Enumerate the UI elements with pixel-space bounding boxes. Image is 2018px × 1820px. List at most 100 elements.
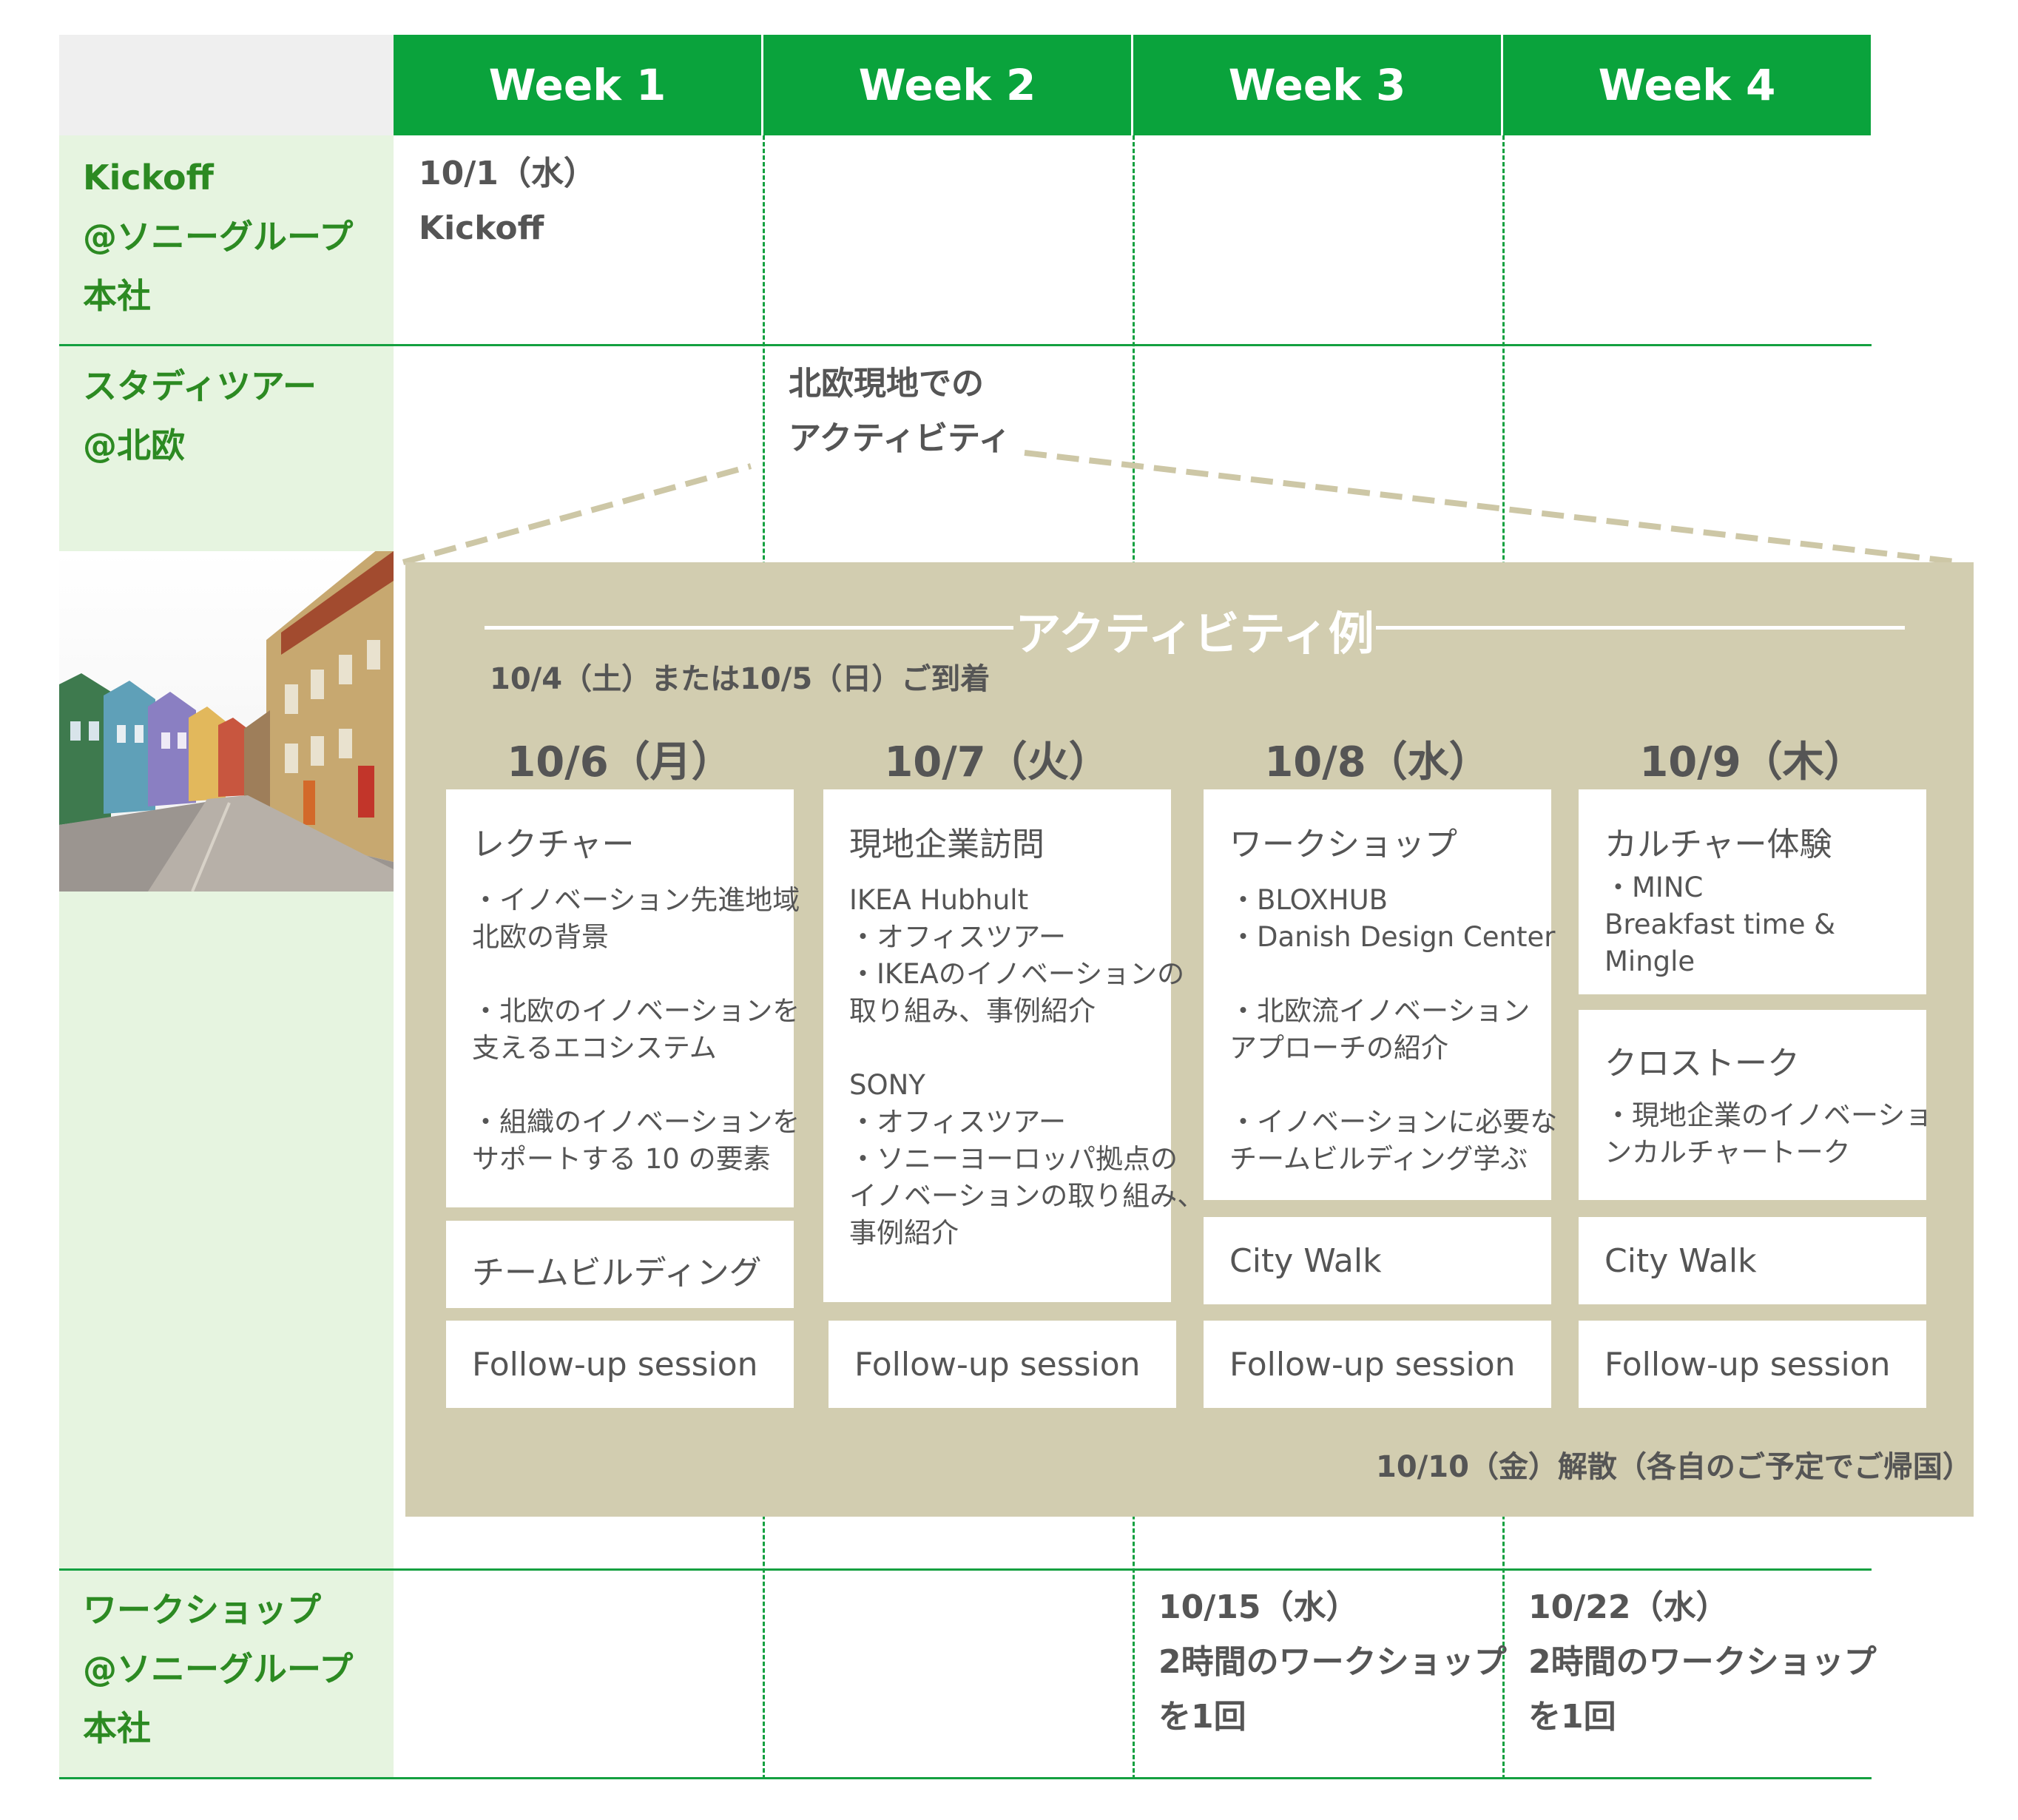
arrival-note: 10/4（土）または10/5（日）ご到着 <box>490 662 991 696</box>
week-1-header: Week 1 <box>394 35 761 135</box>
card-line: IKEA Hubhult <box>849 884 1029 916</box>
card-line: Breakfast time & <box>1604 909 1836 940</box>
kickoff-label-line: @ソニーグループ <box>83 217 354 257</box>
tour-label-line: @北欧 <box>83 425 185 465</box>
card-line: ・BLOXHUB <box>1229 884 1388 916</box>
tour-label-line: スタディツアー <box>83 366 317 406</box>
workshop-label-line: ワークショップ <box>83 1590 321 1630</box>
card-label: City Walk <box>1229 1242 1382 1280</box>
card-line <box>1229 956 1557 993</box>
card-line <box>849 1030 1204 1067</box>
kickoff-week1-cell: 10/1（水） Kickoff <box>419 146 596 256</box>
card-label: チームビルディング <box>472 1254 762 1292</box>
day-4-date: 10/9（木） <box>1639 738 1866 786</box>
card-line: ・組織のイノベーションを <box>472 1106 800 1138</box>
card-line: ・オフィスツアー <box>849 921 1067 953</box>
card-line: イノベーションの取り組み、 <box>849 1180 1205 1212</box>
card-line: 北欧の背景 <box>472 921 609 953</box>
panel-title-rule-right <box>1376 626 1905 630</box>
day-1-main-card: レクチャー ・イノベーション先進地域 北欧の背景 ・北欧のイノベーションを 支え… <box>446 789 800 1207</box>
workshop-week4-cell: 10/22（水） 2時間のワークショップ を1回 <box>1528 1580 1877 1745</box>
week-2-header: Week 2 <box>763 35 1131 135</box>
card-line: ・イノベーションに必要な <box>1229 1106 1558 1138</box>
cell-line: アクティビティ <box>789 419 1011 457</box>
card-body: ・MINC Breakfast time & Mingle <box>1604 869 1835 980</box>
day-2-followup-card: Follow-up session <box>829 1321 1176 1408</box>
row-label-column <box>59 135 394 1779</box>
nordic-street-photo <box>59 551 394 892</box>
card-line: サポートする 10 の要素 <box>472 1143 771 1175</box>
day-4-second-card: City Walk <box>1579 1217 1926 1304</box>
kickoff-label-line: Kickoff <box>83 158 214 198</box>
card-line: ・イノベーション先進地域 <box>472 884 800 916</box>
card-line: チームビルディング学ぶ <box>1229 1143 1528 1175</box>
workshop-label-line: @ソニーグループ <box>83 1649 354 1689</box>
card-line: アプローチの紹介 <box>1229 1032 1448 1064</box>
card-title: クロストーク <box>1604 1045 1800 1082</box>
panel-title: アクティビティ例 <box>1015 607 1374 661</box>
day-1-date: 10/6（月） <box>507 738 733 786</box>
week-3-header: Week 3 <box>1133 35 1501 135</box>
week-4-header: Week 4 <box>1503 35 1871 135</box>
header-corner <box>59 35 394 135</box>
card-label: Follow-up session <box>472 1346 758 1383</box>
panel-title-rule-left <box>485 626 1013 630</box>
card-line: ・オフィスツアー <box>849 1106 1067 1138</box>
card-body: ・BLOXHUB ・Danish Design Center ・北欧流イノベーシ… <box>1229 882 1557 1178</box>
card-label: Follow-up session <box>854 1346 1141 1383</box>
card-line: 取り組み、事例紹介 <box>849 995 1096 1027</box>
workshop-label-line: 本社 <box>83 1708 151 1748</box>
day-3-date: 10/8（水） <box>1264 738 1491 786</box>
departure-note: 10/10（金）解散（各自のご予定でご帰国） <box>1376 1450 1972 1484</box>
cell-line: 10/15（水） <box>1158 1588 1359 1626</box>
workshop-week3-cell: 10/15（水） 2時間のワークショップ を1回 <box>1158 1580 1507 1745</box>
cell-line: Kickoff <box>419 209 544 247</box>
day-3-second-card: City Walk <box>1204 1217 1551 1304</box>
card-line: ・北欧流イノベーション <box>1229 995 1531 1027</box>
workshop-row-label: ワークショップ @ソニーグループ 本社 <box>83 1580 353 1758</box>
card-label: Follow-up session <box>1229 1346 1516 1383</box>
card-title: レクチャー <box>472 826 635 863</box>
day-4-followup-card: Follow-up session <box>1579 1321 1926 1408</box>
card-body: IKEA Hubhult ・オフィスツアー ・IKEAのイノベーションの 取り組… <box>849 882 1204 1252</box>
card-line: ・Danish Design Center <box>1229 921 1556 953</box>
card-label: Follow-up session <box>1604 1346 1891 1383</box>
card-line: ・現地企業のイノベーショ <box>1604 1099 1933 1131</box>
card-body: ・イノベーション先進地域 北欧の背景 ・北欧のイノベーションを 支えるエコシステ… <box>472 882 800 1178</box>
day-2-main-card: 現地企業訪問 IKEA Hubhult ・オフィスツアー ・IKEAのイノベーシ… <box>823 789 1204 1302</box>
card-line <box>1229 1067 1557 1104</box>
cell-line: 2時間のワークショップ <box>1158 1643 1507 1681</box>
day-1-followup-card: Follow-up session <box>446 1321 794 1408</box>
card-line: ・北欧のイノベーションを <box>472 995 800 1027</box>
tour-week2-cell: 北欧現地での アクティビティ <box>789 357 1011 466</box>
card-line <box>472 956 800 993</box>
card-body: ・現地企業のイノベーショ ンカルチャートーク <box>1604 1097 1932 1171</box>
row-divider-1 <box>59 344 1872 346</box>
card-line: 事例紹介 <box>849 1217 959 1249</box>
card-line <box>472 1067 800 1104</box>
day-4-main-card: カルチャー体験 ・MINC Breakfast time & Mingle <box>1579 789 1926 994</box>
card-line: ・IKEAのイノベーションの <box>849 958 1185 990</box>
kickoff-label-line: 本社 <box>83 276 151 316</box>
day-3-main-card: ワークショップ ・BLOXHUB ・Danish Design Center ・… <box>1204 789 1557 1200</box>
row-divider-2 <box>59 1568 1872 1571</box>
day-1-second-card: チームビルディング <box>446 1221 794 1308</box>
card-title: ワークショップ <box>1229 826 1457 863</box>
cell-line: 10/1（水） <box>419 155 596 192</box>
cell-line: 10/22（水） <box>1528 1588 1729 1626</box>
row-divider-3 <box>59 1777 1872 1779</box>
kickoff-row-label: Kickoff @ソニーグループ 本社 <box>83 148 353 326</box>
tour-row-label: スタディツアー @北欧 <box>83 357 317 475</box>
card-line: ・MINC <box>1604 872 1704 903</box>
card-label: City Walk <box>1604 1242 1757 1280</box>
cell-line: を1回 <box>1528 1698 1616 1736</box>
day-4-crosstalk-card: クロストーク ・現地企業のイノベーショ ンカルチャートーク <box>1579 1010 1932 1200</box>
day-3-followup-card: Follow-up session <box>1204 1321 1551 1408</box>
card-line: ・ソニーヨーロッパ拠点の <box>849 1143 1178 1175</box>
card-line: 支えるエコシステム <box>472 1032 717 1064</box>
card-line: SONY <box>849 1069 925 1101</box>
card-title: カルチャー体験 <box>1604 826 1832 863</box>
cell-line: 2時間のワークショップ <box>1528 1643 1877 1681</box>
cell-line: 北欧現地での <box>789 365 984 402</box>
